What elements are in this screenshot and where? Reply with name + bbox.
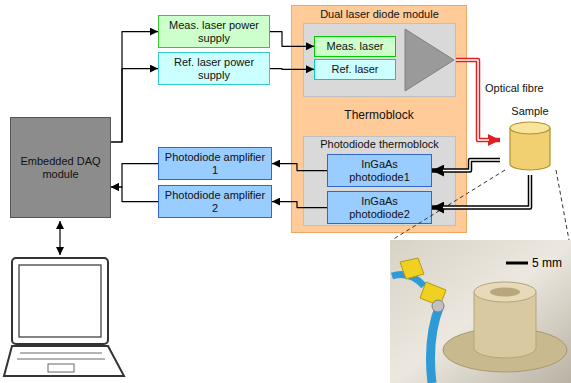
box-heading: Dual laser diode module	[304, 8, 455, 21]
fibre-core	[443, 160, 500, 171]
box-label: Meas. laser	[327, 40, 384, 53]
signal-wire	[111, 187, 158, 202]
photo-connector	[400, 258, 424, 279]
laptop-screen	[12, 258, 108, 344]
box-label: InGaAs photodiode2	[331, 195, 428, 220]
scale-bar	[506, 262, 528, 265]
box-label: Ref. laser	[331, 63, 378, 76]
box-heading: Thermoblock	[292, 109, 466, 123]
laser-box: Meas. laser	[314, 36, 396, 57]
connector	[456, 60, 500, 140]
amplifier-box: Photodiode amplifier 2	[158, 185, 272, 218]
power-supply-box: Meas. laser power supply	[158, 15, 270, 48]
keyboard-row	[20, 353, 102, 354]
signal-wire	[111, 164, 158, 187]
connector	[111, 164, 158, 187]
box-label: Ref. laser power supply	[162, 56, 266, 81]
amplifier-triangle	[405, 29, 454, 91]
edge-group	[111, 32, 530, 208]
laptop-base	[4, 346, 124, 376]
label-holder: 5 mm	[532, 256, 562, 270]
photo-ground	[390, 240, 571, 383]
keyboard-row	[17, 359, 105, 360]
connector	[111, 187, 158, 202]
fibre-line	[432, 175, 530, 208]
fibre-line	[432, 160, 500, 171]
sample-photo	[390, 240, 571, 383]
daq-module: Embedded DAQ module	[10, 117, 111, 218]
photo-hole	[490, 288, 520, 297]
connector	[272, 164, 327, 171]
photo-ferrule	[432, 300, 444, 312]
amplifier-box: Photodiode amplifier 1	[158, 147, 272, 180]
photodiode-box: InGaAs photodiode2	[327, 191, 432, 224]
zoom-line	[392, 170, 505, 240]
laser-module-box: Dual laser diode moduleMeas. laserRef. l…	[303, 23, 456, 97]
box-label: Photodiode amplifier 1	[162, 151, 268, 176]
power-supply-box: Ref. laser power supply	[158, 52, 270, 85]
signal-wire	[272, 164, 327, 171]
connector	[270, 68, 314, 70]
signal-wire	[272, 202, 327, 208]
usb-link-arrow	[59, 221, 60, 255]
box-heading: Photodiode thermoblock	[304, 138, 455, 151]
photodiode-box: InGaAs photodiode1	[327, 154, 432, 187]
signal-wire	[111, 32, 158, 142]
box-label: Photodiode amplifier 2	[162, 189, 268, 214]
photo-top	[474, 282, 536, 302]
connector	[111, 69, 158, 142]
edge-label-holder: Optical fibre	[483, 82, 546, 94]
photo-fibre	[430, 305, 440, 383]
edge-label: Optical fibre	[483, 82, 546, 94]
box-label: Embedded DAQ module	[14, 155, 107, 180]
box-heading: Sample	[500, 105, 560, 118]
connector	[432, 175, 530, 208]
laptop-icon	[4, 258, 124, 376]
connector	[270, 32, 314, 47]
box-label: Meas. laser power supply	[162, 19, 266, 44]
box-label: InGaAs photodiode1	[331, 158, 428, 183]
connector	[432, 160, 500, 171]
sample-cylinder	[510, 122, 550, 170]
cylinder-top	[510, 122, 550, 134]
signal-wire	[111, 69, 158, 142]
fibre-line	[456, 60, 500, 140]
photodiode-thermoblock: Photodiode thermoblockInGaAs photodiode1…	[303, 136, 456, 226]
zoom-line	[556, 170, 569, 240]
signal-wire	[270, 32, 314, 47]
connector	[272, 202, 327, 208]
scale-label: 5 mm	[532, 256, 562, 270]
sample-node: Sample	[500, 105, 560, 175]
laptop-display	[19, 265, 101, 337]
thermoblock-panel: ThermoblockDual laser diode moduleMeas. …	[291, 5, 467, 233]
connector	[111, 32, 158, 142]
trackpad	[48, 364, 74, 372]
fibre-core	[456, 60, 489, 140]
fibre-core	[443, 175, 530, 208]
laser-box: Ref. laser	[314, 59, 396, 80]
signal-wire	[270, 68, 314, 70]
